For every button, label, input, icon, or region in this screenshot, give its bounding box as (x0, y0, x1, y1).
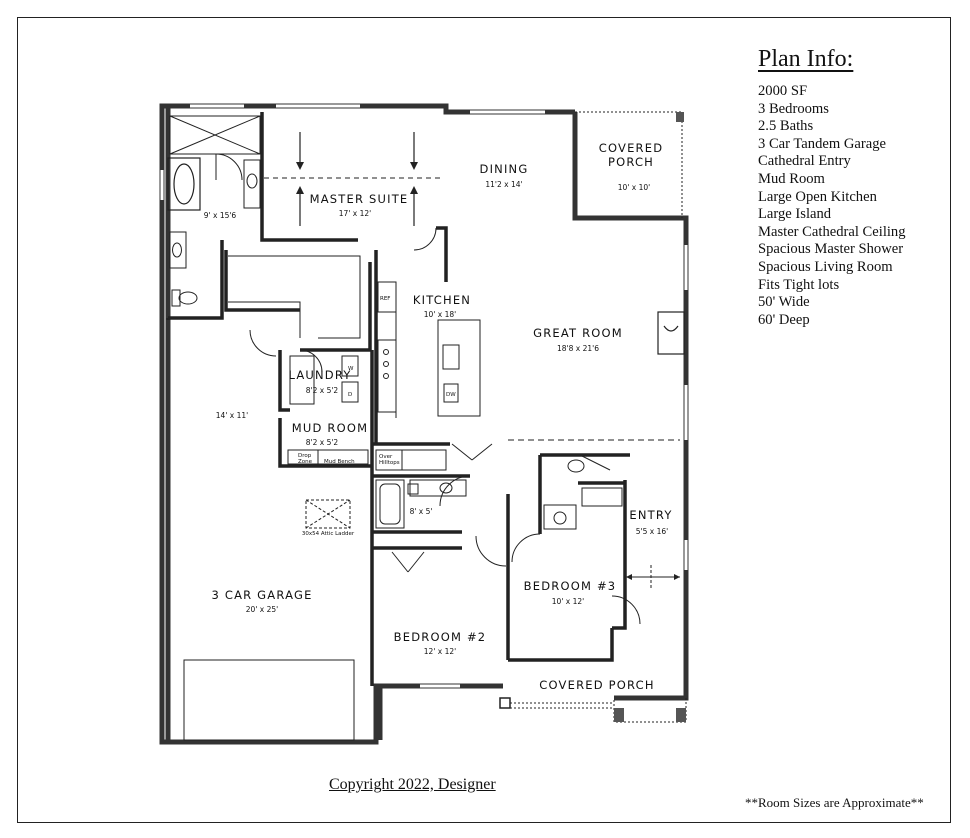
over-label-2: Hilltops (379, 460, 400, 466)
master-sinks (169, 159, 261, 269)
master-suite-name: MASTER SUITE (310, 192, 409, 206)
plan-info-item: 3 Bedrooms (758, 100, 829, 117)
laundry-appliances (289, 355, 359, 405)
plan-info-item: 2.5 Baths (758, 118, 814, 135)
kitchen-name: KITCHEN (413, 293, 471, 307)
laundry-size: 8'2 x 5'2 (306, 386, 339, 395)
dryer-label: D (348, 392, 352, 398)
great-room-size: 18'8 x 21'6 (557, 344, 599, 353)
kitchen-size: 10' x 18' (424, 310, 456, 319)
laundry-name: LAUNDRY (288, 368, 351, 382)
master-shower (169, 115, 261, 155)
entry-size: 5'5 x 16' (636, 527, 668, 536)
dining-size: 11'2 x 14' (485, 180, 522, 189)
porch-outline (510, 111, 687, 723)
entry-label: ENTRY 5'5 x 16' (629, 508, 672, 536)
covered-porch-bottom-name: COVERED PORCH (539, 678, 654, 692)
exterior-walls (159, 103, 689, 745)
mud-room-label: MUD ROOM 8'2 x 5'2 (292, 421, 368, 447)
kitchen-counters (377, 281, 481, 418)
dining-label: DINING 11'2 x 14' (480, 162, 529, 189)
meter-box (499, 697, 511, 709)
bedroom2-name: BEDROOM #2 (394, 630, 487, 644)
entry-name: ENTRY (629, 508, 672, 522)
room-size-note: **Room Sizes are Approximate** (745, 795, 924, 810)
mud-room-name: MUD ROOM (292, 421, 368, 435)
plan-info-item: Mud Room (758, 170, 825, 187)
vault-lines (376, 439, 680, 445)
fireplace (657, 311, 685, 355)
plan-info-item: 2000 SF (758, 83, 808, 99)
covered-porch-top-name1: COVERED (599, 141, 664, 155)
over-label-1: Over (379, 454, 393, 460)
bedroom3-label: BEDROOM #3 10' x 12' (524, 579, 617, 606)
kitchen-label: KITCHEN 10' x 18' (413, 293, 471, 319)
garage-size: 20' x 25' (246, 605, 278, 614)
bath2-fixtures (375, 479, 467, 529)
bedroom2-label: BEDROOM #2 12' x 12' (394, 630, 487, 656)
garage-name: 3 CAR GARAGE (211, 588, 312, 602)
master-tub (167, 157, 201, 211)
closet-walls (228, 255, 361, 339)
attic-ladder (305, 499, 351, 529)
drop-zone-label-2: Zone (298, 459, 313, 465)
mud-room-size: 8'2 x 5'2 (306, 438, 339, 447)
plan-info-item: Large Open Kitchen (758, 188, 877, 205)
storage-size: 14' x 11' (216, 411, 248, 420)
master-suite-size: 17' x 12' (339, 209, 371, 218)
master-toilet (171, 289, 198, 307)
covered-porch-top-name2: PORCH (608, 155, 654, 169)
porch-posts (614, 112, 686, 722)
bedroom2-size: 12' x 12' (424, 647, 456, 656)
attic-ladder-label: 30x54 Attic Ladder (302, 531, 355, 537)
copyright-text: Copyright 2022, Designer (329, 776, 496, 793)
plan-info-item: Master Cathedral Ceiling (758, 223, 906, 240)
master-bath-size: 9' x 15'6 (204, 211, 237, 220)
bath3-fixtures (543, 459, 623, 530)
bedroom3-size: 10' x 12' (552, 597, 584, 606)
refrigerator-label: REF (380, 296, 390, 302)
entry-arrows (626, 565, 680, 589)
ceiling-arrows (299, 132, 415, 226)
bath2-size: 8' x 5' (410, 507, 433, 516)
plan-info-list: 2000 SF 3 Bedrooms 2.5 Baths 3 Car Tande… (758, 83, 906, 329)
drop-zone-label-1: Drop (298, 453, 312, 459)
garage-label: 3 CAR GARAGE 20' x 25' (211, 588, 312, 614)
plan-info-item: 3 Car Tandem Garage (758, 135, 886, 152)
bedroom3-name: BEDROOM #3 (524, 579, 617, 593)
plan-info-item: Spacious Living Room (758, 258, 893, 275)
master-suite-label: MASTER SUITE 17' x 12' (310, 192, 409, 218)
plan-info-item: 60' Deep (758, 311, 810, 328)
dining-name: DINING (480, 162, 529, 176)
mud-bench-label: Mud Bench (324, 459, 355, 465)
plan-info-item: Large Island (758, 206, 832, 223)
interior-walls (166, 112, 630, 686)
plan-info-item: Cathedral Entry (758, 153, 851, 170)
great-room-label: GREAT ROOM 18'8 x 21'6 (533, 326, 623, 353)
covered-porch-top-size: 10' x 10' (618, 183, 650, 192)
plan-info-item: Spacious Master Shower (758, 241, 904, 258)
plan-info-item: Fits Tight lots (758, 276, 840, 293)
dishwasher-label: DW (446, 392, 456, 398)
laundry-label: LAUNDRY 8'2 x 5'2 (288, 368, 351, 395)
great-room-name: GREAT ROOM (533, 326, 623, 340)
doors (215, 153, 641, 625)
washer-label: W (348, 366, 354, 372)
garage-door (183, 659, 355, 741)
sheet-border (17, 17, 951, 823)
plan-info-title: Plan Info: (758, 46, 854, 72)
covered-porch-top-label: COVERED PORCH 10' x 10' (599, 141, 664, 192)
plan-info-panel: Plan Info: 2000 SF 3 Bedrooms 2.5 Baths … (758, 46, 906, 329)
arrowheads (296, 162, 680, 580)
hall-cabinets (375, 449, 447, 471)
mud-bench (287, 449, 369, 465)
plan-info-item: 50' Wide (758, 294, 810, 311)
